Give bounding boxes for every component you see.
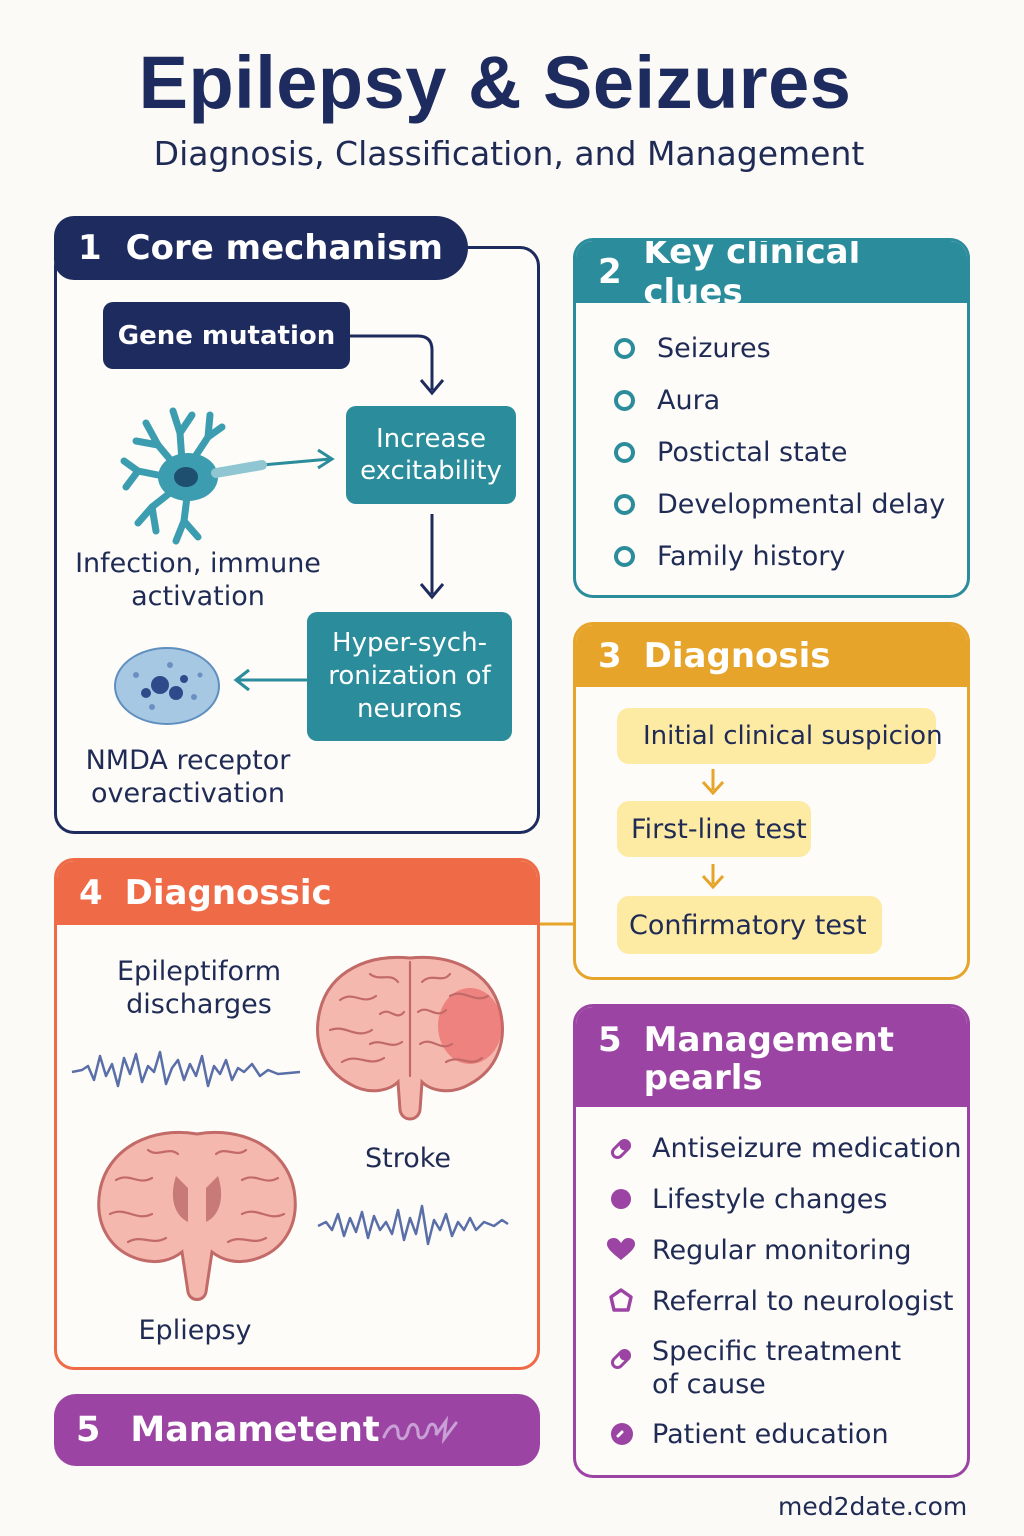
hypersync-label: Hyper-sych-ronization of neurons (328, 628, 491, 724)
diagnosis-step-1: Initial clinical suspicion (617, 708, 943, 764)
ring-icon (614, 441, 635, 463)
cell-icon (114, 647, 220, 725)
diagnossic-panel: 4 Diagnossic (54, 858, 540, 1370)
pentagon-icon (609, 1288, 633, 1312)
eeg-wave-icon (71, 1050, 301, 1088)
increase-excitability-label: Increase excitability (360, 424, 502, 486)
panel-title: Core mechanism (125, 228, 443, 268)
management-bar: 5 Manametent (54, 1394, 540, 1466)
ring-icon (614, 545, 635, 567)
ring-icon (614, 337, 635, 359)
eeg-wave-icon (317, 1204, 509, 1246)
list-item: Family history (614, 530, 954, 582)
clinical-clues-list: Seizures Aura Postictal state Developmen… (614, 322, 954, 582)
neuron-icon (120, 407, 267, 545)
squiggle-icon (382, 1415, 458, 1445)
panel-number: 5 (76, 1410, 101, 1450)
footer-site: med2date.com (778, 1492, 968, 1521)
hypersync-box: Hyper-sych-ronization of neurons (307, 612, 512, 741)
page-title: Epilepsy & Seizures (138, 41, 852, 124)
epilepsy-brain-icon (97, 1130, 297, 1301)
infection-label: Infection, immune activation (75, 548, 321, 612)
management-header: 5 Management pearls (576, 1007, 967, 1107)
clinical-clues-panel: 2 Key clinical clues (573, 238, 970, 598)
management-panel: 5 Management pearls (573, 1004, 970, 1478)
clinical-clues-header: 2 Key clinical clues (576, 241, 967, 312)
epilepsy-label: Epliepsy (138, 1315, 252, 1346)
panel-title: Manametent (130, 1410, 380, 1450)
gene-mutation-box: Gene mutation (103, 302, 350, 369)
diagnosis-step-2: First-line test (617, 801, 811, 857)
epileptiform-label: Epileptiform discharges (117, 956, 281, 1020)
list-item: Specific treatment of cause (652, 1336, 902, 1400)
panel-number: 1 (78, 228, 102, 268)
increase-excitability-box: Increase excitability (346, 406, 516, 504)
stroke-brain-icon (316, 955, 504, 1121)
list-item: Developmental delay (614, 478, 954, 530)
panel-number: 2 (598, 252, 622, 292)
list-item: Regular monitoring (652, 1235, 912, 1266)
list-item: Antiseizure medication (652, 1133, 962, 1164)
page-subtitle: Diagnosis, Classification, and Managemen… (153, 134, 865, 173)
panel-number: 3 (598, 636, 622, 676)
diagnosis-step-3: Confirmatory test (617, 896, 882, 954)
pill-icon (610, 1348, 632, 1370)
list-item: Lifestyle changes (652, 1184, 888, 1215)
pill-icon (610, 1138, 632, 1160)
core-mechanism-header: 1 Core mechanism (54, 216, 468, 280)
nmda-label: NMDA receptor overactivation (85, 745, 291, 809)
circle-icon (611, 1189, 631, 1209)
list-item: Seizures (614, 322, 954, 374)
check-circle-icon (611, 1423, 633, 1445)
gene-mutation-label: Gene mutation (117, 320, 336, 351)
list-item: Postictal state (614, 426, 954, 478)
ring-icon (614, 493, 635, 515)
panel-title: Diagnossic (124, 873, 332, 913)
diagnossic-header: 4 Diagnossic (57, 861, 537, 925)
list-item: Referral to neurologist (652, 1286, 954, 1317)
panel-title: Key clinical clues (643, 238, 861, 312)
list-item: Aura (614, 374, 954, 426)
panel-number: 5 (598, 1020, 622, 1060)
panel-title: Diagnosis (643, 636, 831, 676)
panel-title: Management pearls (643, 1020, 894, 1098)
ring-icon (614, 389, 635, 411)
stroke-label: Stroke (364, 1143, 452, 1174)
list-item: Patient education (652, 1419, 889, 1450)
diagnosis-header: 3 Diagnosis (576, 625, 967, 687)
heart-icon (607, 1238, 635, 1260)
panel-number: 4 (79, 873, 103, 913)
